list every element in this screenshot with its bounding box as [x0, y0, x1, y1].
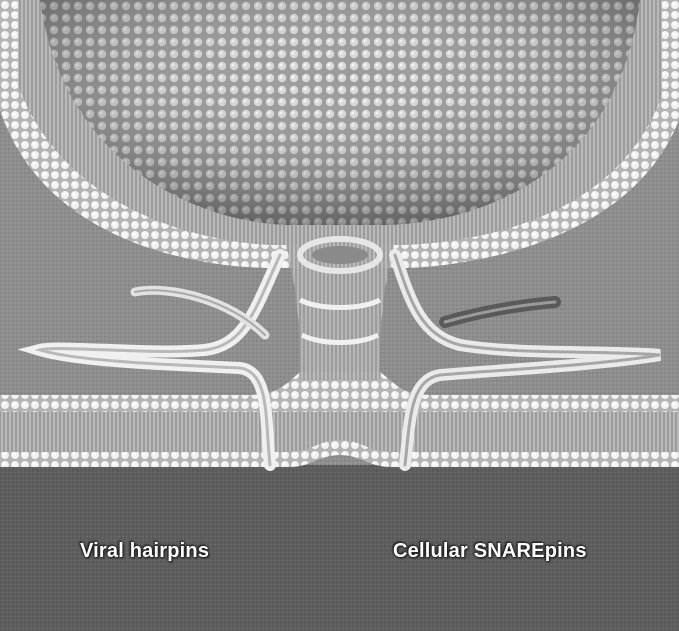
cellular-snarepins-label: Cellular SNAREpins — [393, 540, 587, 563]
viral-hairpins-label: Viral hairpins — [80, 540, 209, 563]
